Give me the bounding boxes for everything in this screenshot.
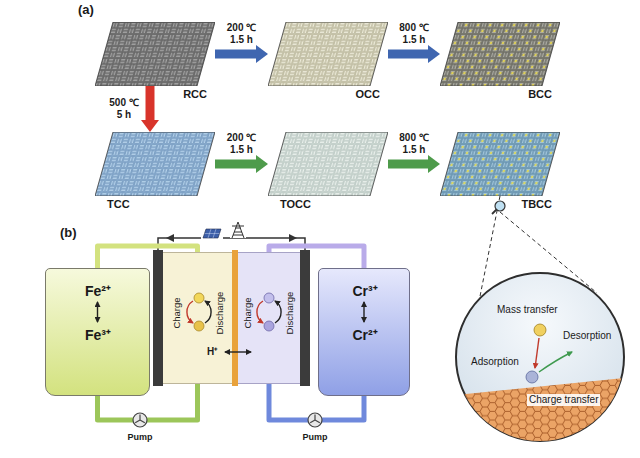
text-slot: Pump [302, 432, 327, 442]
text-slot: 200 ℃ 1.5 h [225, 22, 259, 46]
zoom-view: Mass transferAdsorption DesorptionCharge … [455, 272, 625, 442]
cloth-shape [268, 22, 388, 86]
process-label: Mass transfer [497, 304, 558, 316]
ion-label: Cr³⁺ [352, 283, 377, 299]
sample-cloth: OCC [268, 22, 388, 86]
text-slot: Desorption [563, 330, 611, 342]
mode-label: Discharge [285, 292, 296, 335]
cloth-shape [95, 22, 215, 86]
text-slot: H⁺ [207, 346, 217, 358]
process-arrow [215, 50, 256, 59]
cloth-weave [95, 22, 215, 86]
text-slot: Charge [232, 308, 263, 319]
text-slot: 800 ℃ 1.5 h [397, 132, 431, 156]
condition-label: 500 ℃ 5 h [107, 97, 141, 121]
text-slot: Pump [127, 432, 152, 442]
sample-label: TBCC [521, 198, 552, 211]
sample-label: RCC [183, 88, 207, 101]
condition-label: 800 ℃ 1.5 h [397, 132, 431, 156]
sample-cloth: RCC [95, 22, 215, 86]
sample-label: OCC [356, 88, 380, 101]
sample-label: TCC [107, 198, 130, 211]
process-label: Adsorption [471, 356, 519, 368]
cloth-shape [440, 132, 560, 196]
mode-label: Charge [243, 297, 254, 328]
electrode-reactions [187, 293, 281, 352]
magnifier-symbol [492, 201, 505, 214]
sample-cloth: TCC [95, 132, 215, 196]
electrode-surface [455, 378, 625, 442]
process-arrow [388, 50, 428, 59]
text-slot: TOCC [280, 198, 311, 211]
text-slot: BCC [528, 88, 552, 101]
text-slot: Adsorption [471, 356, 519, 368]
pump-label: Pump [302, 432, 327, 442]
electrolyte-tank: Fe²⁺ Fe³⁺ [45, 268, 150, 396]
text-slot: Fe³⁺ [85, 327, 111, 343]
cloth-shape [268, 132, 388, 196]
process-label: Charge transfer [527, 394, 600, 406]
text-slot: 200 ℃ 1.5 h [225, 132, 259, 156]
text-slot: Discharge [199, 308, 242, 319]
mode-label: Discharge [215, 292, 226, 335]
electrolyte-tank: Cr³⁺ Cr²⁺ [318, 268, 410, 396]
pump-symbol [133, 413, 322, 427]
zoom-leader [480, 196, 500, 297]
text-slot: (b) [60, 226, 77, 241]
cloth-weave [95, 132, 215, 196]
sample-cloth: BCC [440, 22, 560, 86]
sample-cloth: TOCC [268, 132, 388, 196]
text-slot: RCC [183, 88, 207, 101]
panel-label: (a) [78, 3, 94, 18]
text-slot: Cr³⁺ [352, 283, 377, 299]
cloth-shape [95, 132, 215, 196]
text-slot: Discharge [269, 308, 312, 319]
surface-process [526, 324, 572, 383]
text-slot: (a) [78, 3, 94, 18]
cloth-weave [268, 132, 388, 196]
process-arrow [388, 160, 428, 169]
text-slot: 800 ℃ 1.5 h [397, 22, 431, 46]
cloth-shape [440, 22, 560, 86]
cloth-weave [440, 22, 560, 86]
redox-arrows [98, 302, 365, 322]
process-arrow [146, 86, 155, 120]
half-cell: Charge Discharge [163, 252, 232, 384]
process-arrow [215, 160, 256, 169]
sample-label: BCC [528, 88, 552, 101]
panel-label: (b) [60, 226, 77, 241]
text-slot: OCC [356, 88, 380, 101]
text-slot: TCC [107, 198, 130, 211]
ion-label: Fe³⁺ [85, 327, 111, 343]
mode-label: Charge [172, 297, 183, 328]
electrodes-and-membrane [153, 250, 310, 386]
ion-label: H⁺ [207, 346, 217, 358]
ion-label: Cr²⁺ [352, 327, 377, 343]
condition-label: 200 ℃ 1.5 h [225, 132, 259, 156]
cloth-weave [440, 132, 560, 196]
sample-label: TOCC [280, 198, 311, 211]
text-slot: Charge [161, 308, 192, 319]
condition-label: 800 ℃ 1.5 h [397, 22, 431, 46]
external-circuit [158, 221, 305, 250]
sample-cloth: TBCC [440, 132, 560, 196]
text-slot: Fe²⁺ [85, 283, 111, 299]
half-cell: Charge Discharge [238, 252, 300, 384]
text-slot: TBCC [521, 198, 552, 211]
condition-label: 200 ℃ 1.5 h [225, 22, 259, 46]
ion-label: Fe²⁺ [85, 283, 111, 299]
process-label: Desorption [563, 330, 611, 342]
pump-label: Pump [127, 432, 152, 442]
cloth-weave [268, 22, 388, 86]
text-slot: 500 ℃ 5 h [107, 97, 141, 121]
text-slot: Charge transfer [527, 394, 600, 406]
text-slot: Mass transfer [497, 304, 558, 316]
text-slot: Cr²⁺ [352, 327, 377, 343]
